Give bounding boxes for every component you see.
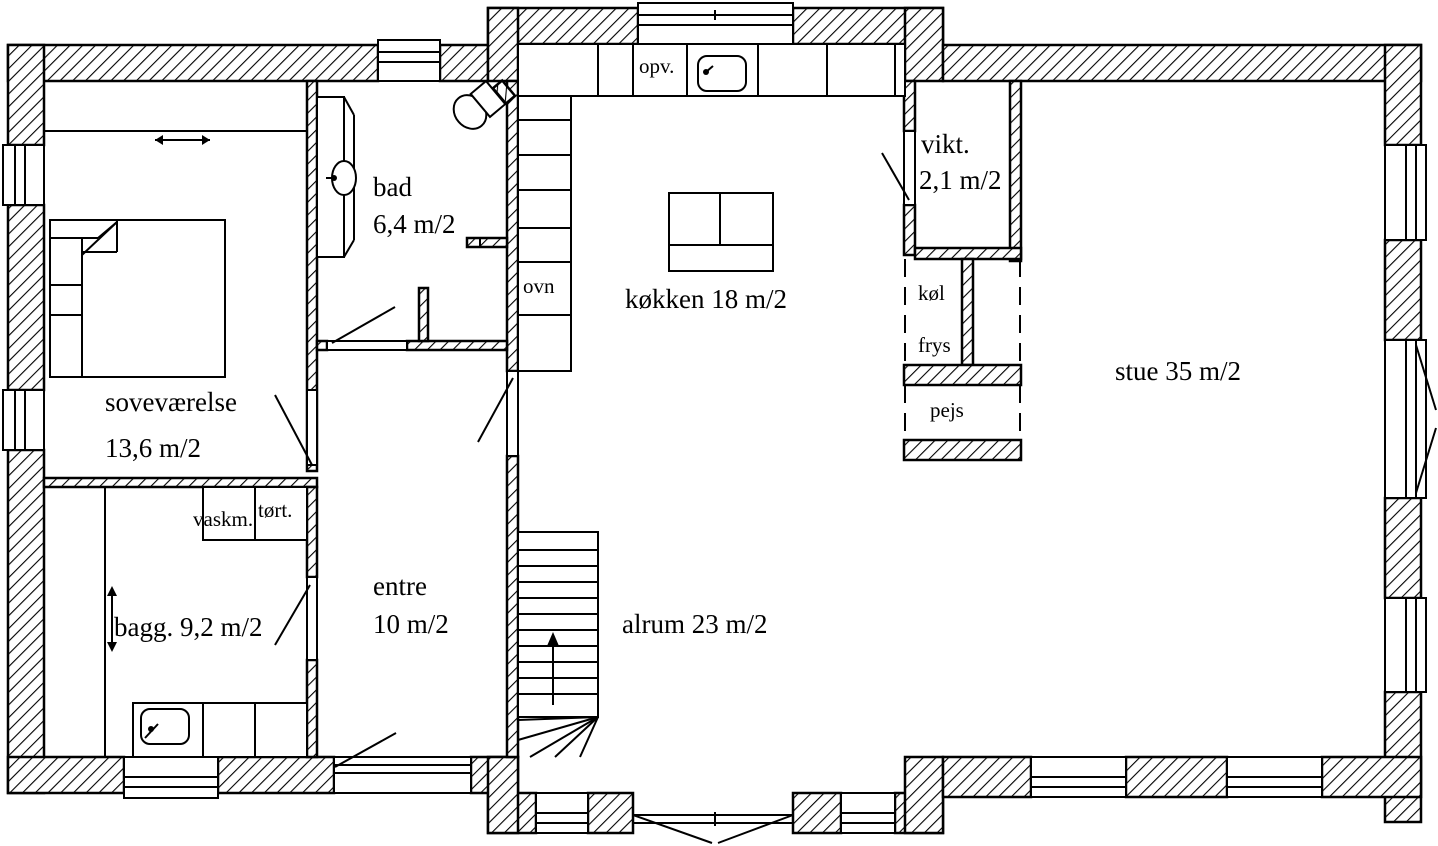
dining-table: [668, 192, 774, 272]
sovevaerelse-area: 13,6 m/2: [105, 433, 201, 463]
entre-area: 10 m/2: [373, 609, 449, 639]
toert-label: tørt.: [258, 498, 292, 522]
bad-area: 6,4 m/2: [373, 209, 456, 239]
ovn-label: ovn: [523, 274, 555, 298]
stue-label: stue 35 m/2: [1115, 356, 1241, 386]
bagg-label: bagg. 9,2 m/2: [114, 612, 263, 642]
utility-fixtures: [104, 486, 308, 758]
stair-arrow-icon: [547, 632, 559, 646]
vikt-area: 2,1 m/2: [919, 165, 1002, 195]
entre-name: entre: [373, 571, 427, 601]
interior-walls: [42, 78, 1023, 759]
vaskm-label: vaskm.: [193, 507, 253, 531]
exterior-walls: [6, 6, 1423, 835]
bad-name: bad: [373, 172, 412, 202]
fixture-labels: opv. ovn køl frys pejs vaskm. tørt.: [193, 54, 964, 531]
doors: [274, 130, 1021, 768]
sink-icon: [697, 55, 747, 92]
utility-sink-icon: [140, 708, 190, 745]
alrum-label: alrum 23 m/2: [622, 609, 767, 639]
vikt-name: vikt.: [921, 129, 970, 159]
toilet-icon: [452, 79, 507, 130]
staircase: [517, 531, 599, 758]
sovevaerelse-name: soveværelse: [105, 387, 237, 417]
bathroom-fixtures: [316, 79, 507, 258]
bedroom-furniture: [44, 130, 307, 378]
pejs-label: pejs: [930, 398, 964, 422]
room-labels: bad 6,4 m/2 soveværelse 13,6 m/2 køkken …: [105, 129, 1241, 642]
koel-label: køl: [918, 281, 945, 305]
kitchen-counters: [517, 43, 906, 372]
koekken-label: køkken 18 m/2: [625, 284, 787, 314]
opv-label: opv.: [639, 54, 674, 78]
frys-label: frys: [918, 333, 951, 357]
